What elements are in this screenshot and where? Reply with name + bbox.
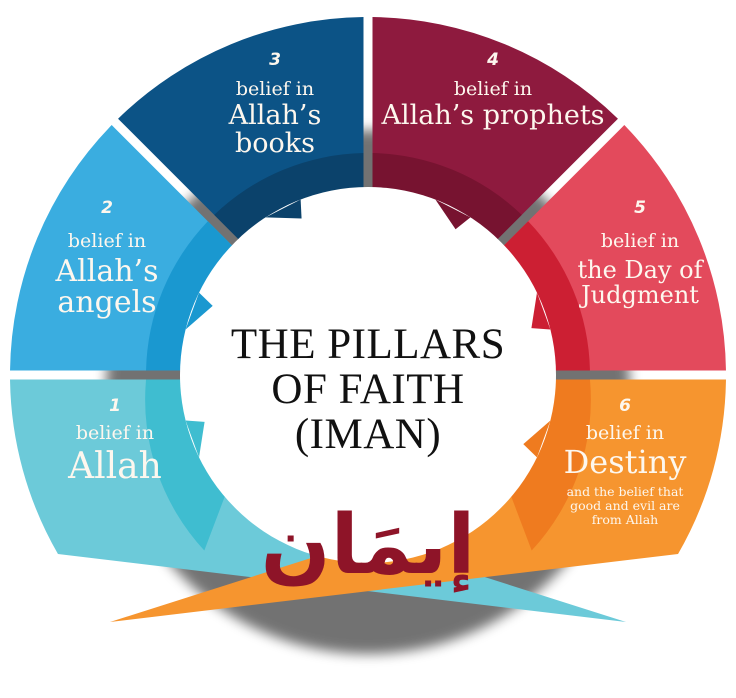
pillar-3-label: 3 belief in Allah’s books xyxy=(190,50,360,160)
pillar6-notch xyxy=(523,420,551,458)
pillar-4-number: 4 xyxy=(487,50,499,70)
pillar3-notch xyxy=(265,199,302,219)
pillar-3-name: Allah’s books xyxy=(228,99,322,160)
pillar4-notch xyxy=(435,199,471,230)
pillar-6-prefix: belief in xyxy=(585,421,665,444)
pillar-6-note-line1: and the belief that xyxy=(566,484,684,500)
pillar-1-label: 1 belief in Allah xyxy=(40,396,190,487)
pillar-2-label: 2 belief in Allah’s angels xyxy=(32,198,182,321)
pillar3-inner-band xyxy=(214,153,364,241)
title-line-2: OF FAITH xyxy=(271,366,465,413)
pillar5-notch xyxy=(531,292,551,330)
pillar-5-name-line2: Judgment xyxy=(581,280,699,309)
pillar-6-note-line3: from Allah xyxy=(591,512,659,528)
pillar-4-prefix: belief in xyxy=(453,77,533,100)
pillar-2-prefix: belief in xyxy=(67,229,147,252)
pillar-6-number: 6 xyxy=(619,396,631,416)
pillar-1-number: 1 xyxy=(109,396,121,416)
pillar-4-name: Allah’s prophets xyxy=(381,99,605,131)
pillar6-inner-band xyxy=(510,379,591,551)
pillar-6-label: 6 belief in Destiny and the belief that … xyxy=(535,396,715,528)
pillar-5-prefix: belief in xyxy=(600,229,680,252)
pillar1-notch xyxy=(185,420,205,458)
pillar-1-prefix: belief in xyxy=(75,421,155,444)
pillar-1-name: Allah xyxy=(68,445,162,487)
pillar5-inner-band xyxy=(502,221,590,371)
pillar-2-number: 2 xyxy=(101,198,113,218)
pillar2-inner-band xyxy=(146,221,234,371)
pillar-5-name-line1: the Day of xyxy=(577,255,703,284)
page-title: THE PILLARS OF FAITH (IMAN) xyxy=(190,322,546,457)
pillar1-inner-band xyxy=(145,379,226,551)
pillar-4-label: 4 belief in Allah’s prophets xyxy=(378,50,608,131)
pillar-5-number: 5 xyxy=(634,198,646,218)
pillar-3-prefix: belief in xyxy=(235,77,315,100)
pillar-2-name-line2: angels xyxy=(57,285,157,321)
pillar-5-label: 5 belief in the Day of Judgment xyxy=(560,198,720,309)
arabic-title: إيمَان xyxy=(260,498,476,593)
pillar4-inner-band xyxy=(372,153,522,241)
pillar-6-note-line2: good and evil are xyxy=(570,498,680,514)
pillar-2-name-line1: Allah’s xyxy=(55,253,159,289)
title-line-3: (IMAN) xyxy=(294,411,442,458)
center-disc xyxy=(180,187,556,563)
title-line-1: THE PILLARS xyxy=(230,321,506,368)
pillar-6-name: Destiny xyxy=(563,442,687,481)
pillar-3-number: 3 xyxy=(269,50,281,70)
pillar2-notch xyxy=(185,292,213,330)
